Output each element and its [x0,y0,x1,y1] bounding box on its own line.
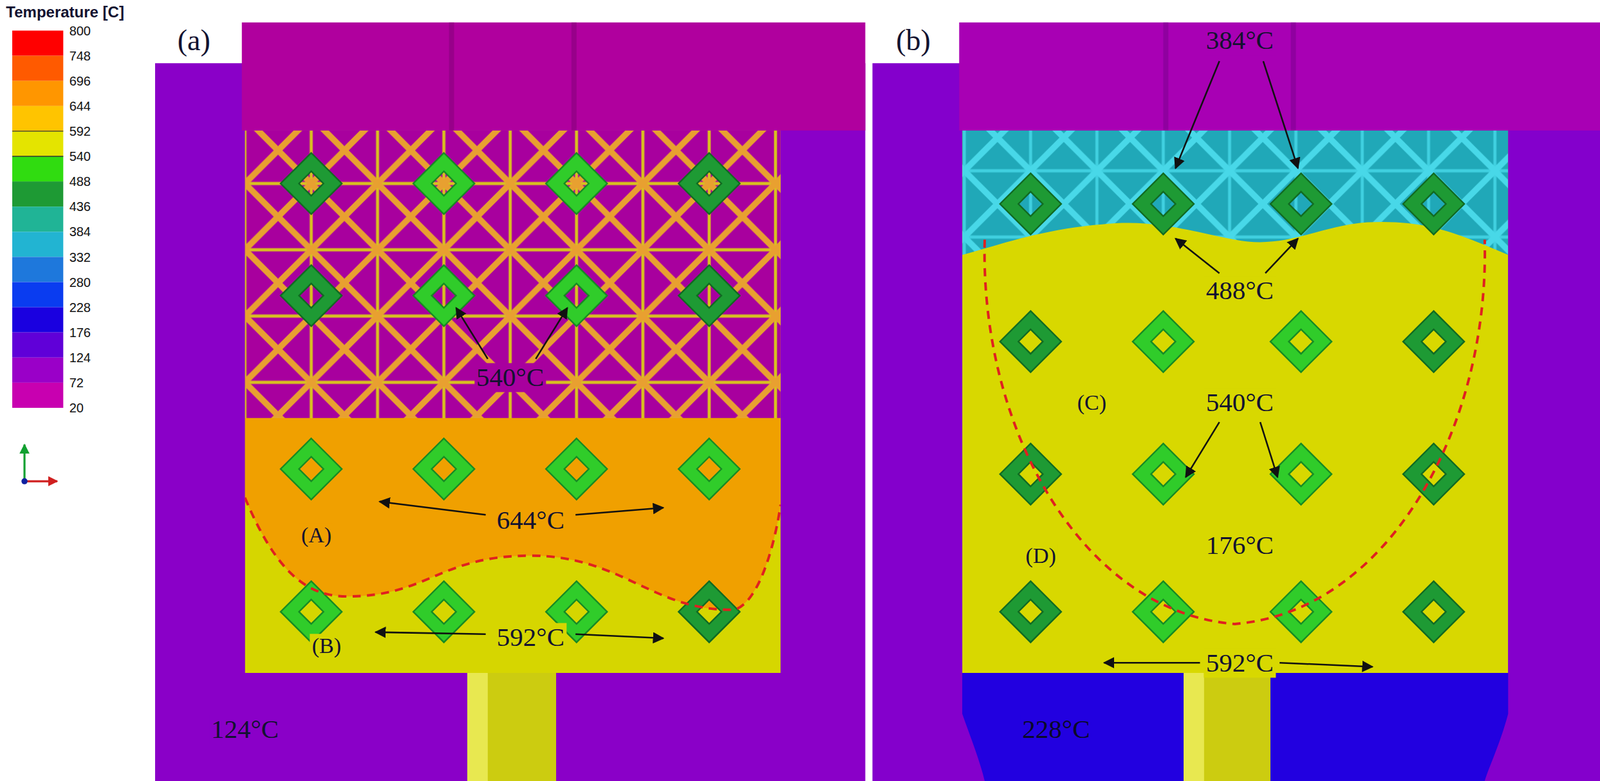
tick-value: 644 [67,99,93,114]
panel-a [155,22,866,781]
region-letter: (C) [1075,391,1109,416]
tick-value: 228 [67,300,93,315]
tick-value: 332 [67,250,93,265]
tick-value: 540 [67,149,93,164]
temperature-value: 488°C [1204,276,1276,306]
tick-value: 384 [67,224,93,239]
tick-value: 124 [67,350,93,365]
temperature-value: 176°C [1204,531,1276,561]
tick-value: 800 [67,23,93,38]
panel-letter: (b) [893,24,933,58]
panel-letter: (a) [175,24,213,58]
tick-value: 436 [67,199,93,214]
temperature-value: 644°C [494,505,567,535]
tick-value: 488 [67,174,93,189]
panel-b [872,22,1600,781]
tick-value: 20 [67,400,86,416]
region-letter: (A) [299,523,334,548]
region-letter: (D) [1023,543,1059,568]
temperature-value: 384°C [1204,26,1276,56]
temperature-value: 592°C [1204,648,1276,678]
tick-value: 280 [67,275,93,290]
tick-value: 748 [67,48,93,64]
temperature-value: 540°C [1204,388,1276,418]
colorbar-title: Temperature [C] [3,3,127,21]
temperature-value: 592°C [494,623,567,652]
temperature-value: 540°C [474,362,546,392]
temperature-value: 228°C [1020,715,1092,745]
tick-value: 176 [67,325,93,340]
axis-triad [21,444,57,485]
tick-value: 592 [67,124,93,139]
tick-value: 72 [67,375,86,391]
color-bar [12,30,64,409]
tick-value: 696 [67,74,93,89]
region-letter: (B) [310,633,344,658]
temperature-value: 124°C [209,715,281,745]
